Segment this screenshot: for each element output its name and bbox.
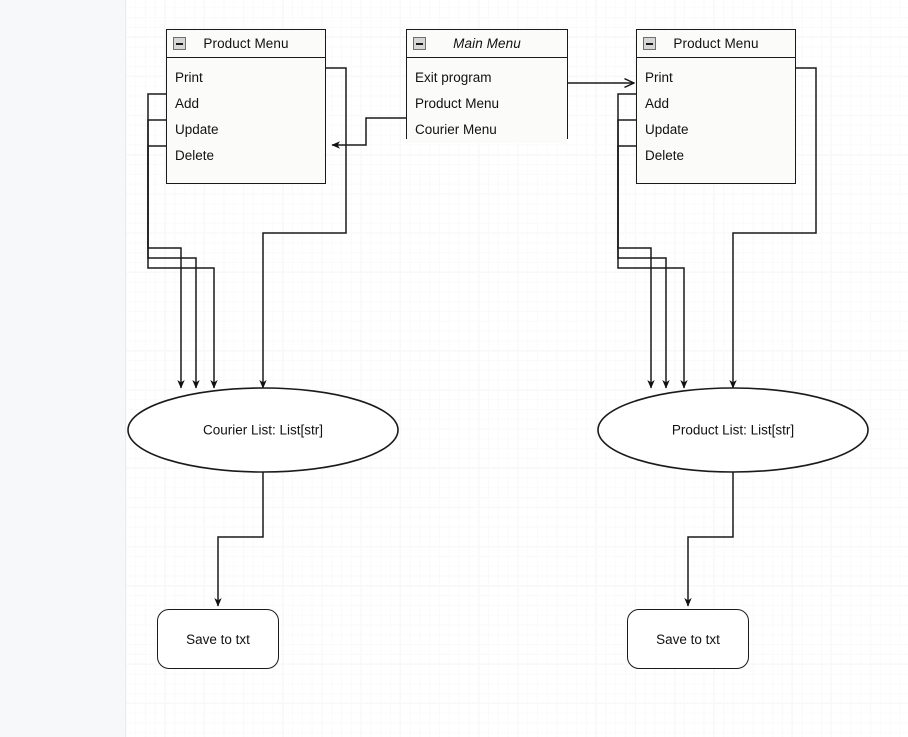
menu-item-delete[interactable]: Delete <box>175 148 215 163</box>
menu-item-add[interactable]: Add <box>175 96 200 111</box>
left-product-menu-header: Product Menu <box>167 30 325 58</box>
right-product-menu-header: Product Menu <box>637 30 795 58</box>
process-box-right-save-to-txt[interactable]: Save to txt <box>627 609 749 669</box>
courier-list-ellipse[interactable] <box>127 387 399 473</box>
right-save-to-txt-label: Save to txt <box>656 631 720 647</box>
edge-right-print-to-product-list[interactable] <box>729 67 817 389</box>
menu-item-print[interactable]: Print <box>645 70 673 85</box>
class-box-right-product-menu[interactable]: Product Menu Print Add Update Delete <box>636 29 796 184</box>
right-product-menu-title: Product Menu <box>673 36 759 51</box>
process-box-left-save-to-txt[interactable]: Save to txt <box>157 609 279 669</box>
product-list-label: Product List: List[str] <box>671 422 795 438</box>
minus-box-icon[interactable] <box>413 37 426 50</box>
menu-item-exit-program[interactable]: Exit program <box>415 70 492 85</box>
right-product-menu-body: Print Add Update Delete <box>637 58 795 169</box>
menu-item-update[interactable]: Update <box>645 122 689 137</box>
menu-item-print[interactable]: Print <box>175 70 203 85</box>
menu-item-delete[interactable]: Delete <box>645 148 685 163</box>
menu-item-update[interactable]: Update <box>175 122 219 137</box>
main-menu-title: Main Menu <box>453 36 521 51</box>
menu-item-courier-menu[interactable]: Courier Menu <box>415 122 497 137</box>
class-box-left-product-menu[interactable]: Product Menu Print Add Update Delete <box>166 29 326 184</box>
edge-left-delete-to-courier-list[interactable] <box>147 145 218 389</box>
menu-item-product-menu[interactable]: Product Menu <box>415 96 500 111</box>
edge-right-delete-to-product-list[interactable] <box>617 145 688 389</box>
edge-left-print-to-courier-list[interactable] <box>259 67 347 389</box>
menu-item-add[interactable]: Add <box>645 96 670 111</box>
product-list-ellipse[interactable] <box>597 387 869 473</box>
courier-list-label: Courier List: List[str] <box>202 422 324 438</box>
minus-box-icon[interactable] <box>173 37 186 50</box>
class-box-main-menu[interactable]: Main Menu Exit program Product Menu Cour… <box>406 29 568 143</box>
minus-box-icon[interactable] <box>643 37 656 50</box>
main-menu-body: Exit program Product Menu Courier Menu <box>407 58 567 143</box>
left-empty-panel <box>0 0 126 737</box>
main-menu-header: Main Menu <box>407 30 567 58</box>
edge-product-list-to-save[interactable] <box>684 472 734 607</box>
edge-main-menu-to-left-product-menu[interactable] <box>331 117 406 149</box>
edge-courier-list-to-save[interactable] <box>214 472 264 607</box>
left-product-menu-title: Product Menu <box>203 36 289 51</box>
left-product-menu-body: Print Add Update Delete <box>167 58 325 169</box>
left-save-to-txt-label: Save to txt <box>186 631 250 647</box>
